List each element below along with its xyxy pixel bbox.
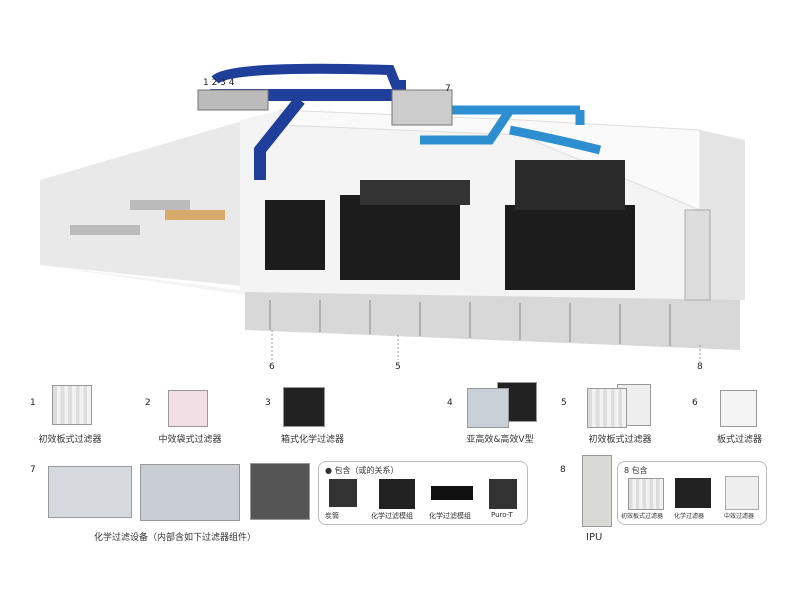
box-title: ● 包含（或的关系） <box>325 465 399 476</box>
filter-label: 初效板式过滤器 <box>588 435 652 445</box>
filter-label: 初效板式过滤器 <box>38 435 102 445</box>
unit-image <box>140 464 240 521</box>
item-label: 炭筒 <box>325 512 339 520</box>
filter-image <box>467 388 509 428</box>
module-image <box>431 486 473 500</box>
filter-image <box>725 476 759 510</box>
filter-number: 4 <box>447 398 453 408</box>
unit-7-components-box: ● 包含（或的关系） 炭筒 化学过滤模组 化学过滤模组 Puro-T <box>318 461 528 525</box>
item-label: 化学过滤器 <box>674 513 705 520</box>
filter-number: 5 <box>561 398 567 408</box>
ipu-in-room <box>684 209 711 301</box>
filter-image <box>283 387 325 427</box>
duct-dark-2 <box>211 63 405 97</box>
unit-7 <box>391 89 453 126</box>
marker-6: 6 <box>269 362 275 372</box>
box-title-text: 包含（或的关系） <box>334 466 399 475</box>
item-label: 化学过滤模组 <box>429 512 471 520</box>
filter-number: 1 <box>30 398 36 408</box>
filter-image <box>587 388 627 428</box>
ipu-image <box>582 455 612 527</box>
marker-lines <box>271 330 701 362</box>
underfloor-pillars <box>269 300 671 346</box>
right-wall <box>700 130 745 300</box>
unit-image <box>250 463 310 520</box>
module-image <box>379 479 415 509</box>
unit-image <box>48 466 132 518</box>
unit-8-components-box: 8 包含 初效板式过滤器 化学过滤器 中效过滤器 <box>617 461 767 525</box>
label-unit-7: 7 <box>445 84 451 94</box>
box-title-text: 包含 <box>631 466 648 475</box>
unit-label: 化学过滤设备（内部含如下过滤器组件） <box>93 533 256 543</box>
office-desks <box>70 200 225 235</box>
puro-t-image <box>489 479 517 509</box>
filter-label: 箱式化学过滤器 <box>280 435 344 445</box>
carbon-canister-image <box>329 479 357 507</box>
marker-5: 5 <box>395 362 401 372</box>
box-title-number: 8 <box>624 466 630 475</box>
ipu-label: IPU <box>586 532 603 543</box>
marker-8: 8 <box>697 362 703 372</box>
item-label: 初效板式过滤器 <box>621 513 664 520</box>
filter-number: 3 <box>265 398 271 408</box>
filter-image <box>628 478 664 510</box>
filter-image <box>720 390 757 427</box>
raised-floor <box>245 292 740 350</box>
filter-label: 板式过滤器 <box>716 435 762 445</box>
server-racks <box>265 160 635 290</box>
unit-number: 7 <box>30 465 36 475</box>
label-units-1-4: 1 2 3 4 <box>203 78 235 88</box>
unit-1-4 <box>197 89 269 111</box>
filter-number: 2 <box>145 398 151 408</box>
filter-image <box>52 385 92 425</box>
item-label: 化学过滤模组 <box>371 512 413 520</box>
duct-light <box>420 105 602 155</box>
filter-image <box>168 390 208 427</box>
unit-number: 8 <box>560 465 566 475</box>
filter-label: 中效袋式过滤器 <box>158 435 222 445</box>
filter-label: 亚高效&高效V型 <box>466 435 534 445</box>
filter-number: 6 <box>692 398 698 408</box>
item-label: 中效过滤器 <box>724 513 755 520</box>
bullet-icon: ● <box>325 466 335 475</box>
item-label: Puro-T <box>491 511 513 519</box>
box-title: 8 包含 <box>624 465 648 476</box>
filter-image <box>675 478 711 508</box>
